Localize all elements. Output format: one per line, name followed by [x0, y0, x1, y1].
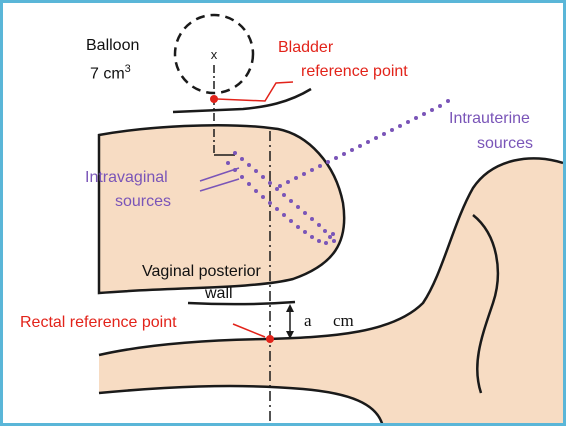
intravaginal-leader-line-1: [199, 167, 240, 182]
bladder-leader-line: [216, 81, 294, 102]
rectal-leader-line: [232, 323, 266, 338]
distance-arrow-head-up: [286, 304, 294, 312]
lower-tissue-shape: [99, 158, 563, 423]
anatomy-diagram: x: [97, 13, 563, 423]
vaginal-wall-label-line1: Vaginal posterior: [142, 263, 261, 280]
right-curve-outline: [472, 214, 499, 394]
intrauterine-label-line1: Intrauterine: [449, 110, 530, 127]
distance-unit: cm: [333, 311, 354, 330]
vaginal-wall-label-line2: wall: [205, 285, 233, 302]
bladder-reference-point: [210, 95, 218, 103]
distance-variable: a: [304, 311, 312, 330]
lower-tissue-lower-outline: [98, 384, 384, 423]
intrauterine-label-line2: sources: [477, 135, 534, 152]
balloon-volume-value: 7 cm: [90, 65, 125, 83]
upper-tissue-shape: [97, 123, 346, 295]
lower-tissue-upper-outline: [98, 157, 563, 357]
balloon-volume-label: 7 cm3: [90, 60, 131, 83]
rectal-label: Rectal reference point: [20, 314, 177, 331]
intravaginal-label-line1: Intravaginal: [85, 169, 168, 186]
distance-arrow-head-down: [286, 331, 294, 339]
intravaginal-leader-line-2: [199, 178, 240, 192]
balloon-center-mark: x: [211, 47, 218, 62]
vaginal-posterior-wall-line: [187, 300, 296, 306]
intravaginal-label-line2: sources: [115, 193, 172, 210]
bladder-label-line1: Bladder: [278, 39, 334, 56]
rectal-reference-point: [266, 335, 274, 343]
bladder-wall-line: [172, 87, 312, 114]
intravaginal-source-dots: [226, 151, 336, 245]
balloon-label: Balloon: [86, 37, 140, 54]
balloon-volume-exponent: 3: [124, 63, 131, 75]
bladder-label-line2: reference point: [301, 63, 408, 80]
intrauterine-source-dots: [278, 99, 450, 188]
